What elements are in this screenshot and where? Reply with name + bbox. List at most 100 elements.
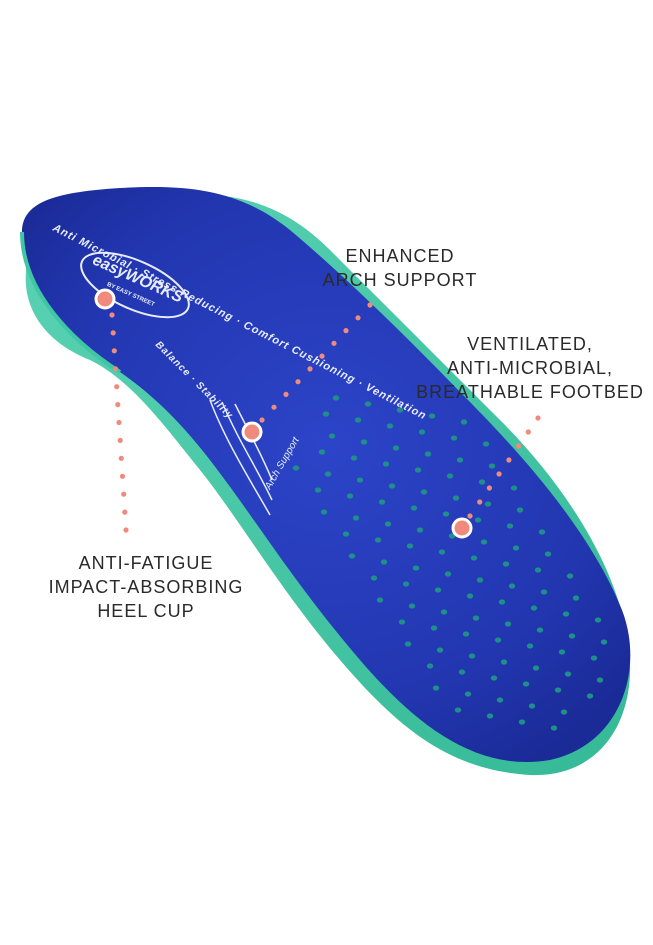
vent-hole: [352, 515, 360, 521]
vent-hole: [594, 617, 602, 623]
leader-dot: [525, 429, 531, 435]
leader-dot: [343, 328, 349, 334]
vent-hole: [532, 665, 540, 671]
vent-hole: [504, 621, 512, 627]
callout-vent-line-1: VENTILATED,: [467, 334, 593, 354]
vent-hole: [370, 575, 378, 581]
leader-dot: [295, 379, 301, 385]
vent-hole: [590, 655, 598, 661]
leader-dot: [118, 455, 124, 461]
vent-hole: [496, 697, 504, 703]
vent-hole: [408, 603, 416, 609]
vent-hole: [346, 493, 354, 499]
vent-hole: [438, 549, 446, 555]
callout-marker-heel: [94, 288, 116, 310]
vent-hole: [486, 713, 494, 719]
vent-hole: [452, 495, 460, 501]
vent-hole: [402, 581, 410, 587]
vent-hole: [440, 609, 448, 615]
leader-dot: [122, 509, 128, 515]
callout-arch-line-1: ENHANCED: [345, 246, 455, 266]
vent-hole: [328, 433, 336, 439]
vent-hole: [484, 501, 492, 507]
vent-hole: [462, 631, 470, 637]
vent-hole: [418, 429, 426, 435]
vent-hole: [460, 419, 468, 425]
leader-lines: [109, 302, 541, 533]
leader-dot: [367, 302, 373, 308]
vent-hole: [428, 413, 436, 419]
vent-hole: [436, 647, 444, 653]
leader-dot: [119, 473, 126, 479]
vent-hole: [558, 649, 566, 655]
leader-dot: [506, 457, 512, 463]
vent-hole: [292, 465, 300, 471]
leader-dot: [467, 513, 473, 519]
vent-hole: [350, 455, 358, 461]
callout-ventilated-footbed: VENTILATED, ANTI-MICROBIAL, BREATHABLE F…: [410, 332, 650, 404]
vent-hole: [600, 639, 608, 645]
leader-dot: [271, 404, 277, 410]
vent-hole: [568, 633, 576, 639]
callout-arch-support: ENHANCED ARCH SUPPORT: [310, 244, 490, 292]
vent-hole: [342, 531, 350, 537]
callout-vent-line-3: BREATHABLE FOOTBED: [416, 382, 644, 402]
leader-dot: [319, 353, 325, 359]
leader-dot: [121, 491, 127, 497]
leader-dot: [477, 499, 483, 505]
leader-dot: [307, 366, 313, 372]
vent-hole: [468, 653, 476, 659]
leader-dot: [259, 417, 265, 423]
vent-hole: [424, 451, 432, 457]
leader-dot: [115, 402, 121, 408]
vent-hole: [420, 489, 428, 495]
vent-hole: [430, 625, 438, 631]
vent-hole: [456, 457, 464, 463]
vent-hole: [478, 479, 486, 485]
vent-hole: [490, 675, 498, 681]
vent-hole: [444, 571, 452, 577]
leader-dot: [111, 348, 117, 354]
vent-hole: [562, 611, 570, 617]
arch-swoosh: [209, 399, 273, 516]
vent-hole: [434, 587, 442, 593]
leader-dot: [516, 443, 522, 449]
vent-hole: [332, 395, 340, 401]
vent-hole: [564, 671, 572, 677]
vent-hole: [432, 685, 440, 691]
vent-hole: [442, 511, 450, 517]
vent-hole: [416, 527, 424, 533]
ventilation-holes: [292, 395, 608, 731]
vent-hole: [510, 485, 518, 491]
ventilated-leader-line: [467, 415, 541, 519]
vent-hole: [572, 595, 580, 601]
vent-hole: [586, 693, 594, 699]
vent-hole: [596, 677, 604, 683]
heel-leader-line: [109, 312, 129, 533]
leader-dot: [116, 419, 122, 426]
vent-hole: [454, 707, 462, 713]
vent-hole: [414, 467, 422, 473]
leader-dot: [114, 384, 120, 390]
vent-hole: [448, 533, 456, 539]
vent-hole: [380, 559, 388, 565]
leader-dot: [496, 471, 502, 477]
vent-hole: [528, 703, 536, 709]
vent-hole: [446, 473, 454, 479]
vent-hole: [398, 619, 406, 625]
vent-hole: [536, 627, 544, 633]
vent-hole: [506, 523, 514, 529]
vent-hole: [538, 529, 546, 535]
callout-vent-line-2: ANTI-MICROBIAL,: [446, 358, 613, 378]
vent-hole: [392, 445, 400, 451]
vent-hole: [396, 407, 404, 413]
vent-hole: [472, 615, 480, 621]
arch-leader-line: [259, 302, 373, 423]
callout-marker-arch: [241, 421, 263, 443]
vent-hole: [354, 417, 362, 423]
vent-hole: [512, 545, 520, 551]
vent-hole: [322, 411, 330, 417]
vent-hole: [550, 725, 558, 731]
vent-hole: [566, 573, 574, 579]
